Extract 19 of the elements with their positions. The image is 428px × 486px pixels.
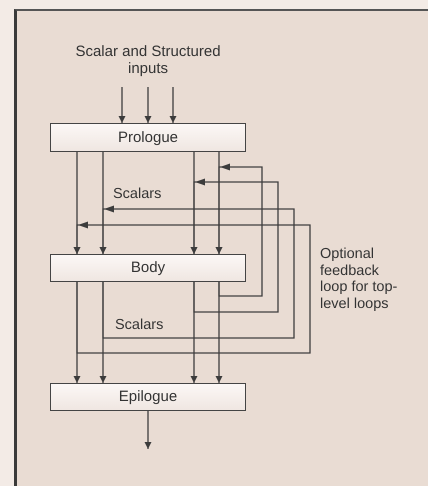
feedback-arrow: [190, 178, 279, 313]
arrow: [144, 87, 152, 123]
process-box: Epilogue: [50, 383, 246, 411]
arrow: [74, 282, 80, 383]
arrow: [216, 282, 222, 383]
feedback-arrow: [216, 164, 263, 297]
flow-label: Scalars: [113, 186, 162, 203]
process-box: Body: [50, 254, 246, 282]
process-box: Prologue: [50, 123, 246, 152]
arrow: [118, 87, 126, 123]
arrow: [170, 87, 176, 123]
flow-label: Scalars: [115, 317, 164, 334]
input-label: Scalar and Structured inputs: [68, 40, 228, 80]
arrow: [100, 282, 106, 383]
feedback-arrow: [100, 206, 295, 339]
feedback-arrow: [74, 222, 311, 354]
note-text: Optional feedback loop for top-level loops: [320, 246, 398, 313]
arrow: [190, 282, 198, 383]
arrow: [144, 411, 152, 449]
